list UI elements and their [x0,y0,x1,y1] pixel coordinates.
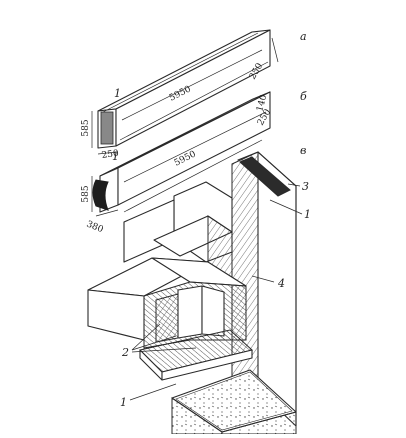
panel-label-v: в [300,144,306,157]
assembly-v [87,151,303,435]
callout-2: 2 [121,346,129,359]
beam-b [91,91,271,217]
beam-b-callout: 1 [112,150,119,163]
beam-a [91,29,279,155]
beam-b-end-profile [92,179,109,211]
beam-a-height: 585 [81,119,91,136]
panel-label-b: б [300,90,307,103]
beam-b-width: 380 [85,220,105,236]
hatched-wall [231,151,259,403]
callout-1-lower: 1 [120,396,127,409]
callout-1-upper: 1 [304,208,311,221]
beam-a-end-block [100,111,114,145]
panel-label-a: а [300,30,307,43]
top-beam-3 [239,156,291,197]
beam-a-callout: 1 [114,87,121,100]
callout-4: 4 [277,277,285,290]
beam-a-width-bottom: 250 [101,149,120,161]
beam-b-height: 585 [81,185,91,202]
beam-b-top-height: 140 [255,93,269,112]
callout-3: 3 [302,180,309,193]
